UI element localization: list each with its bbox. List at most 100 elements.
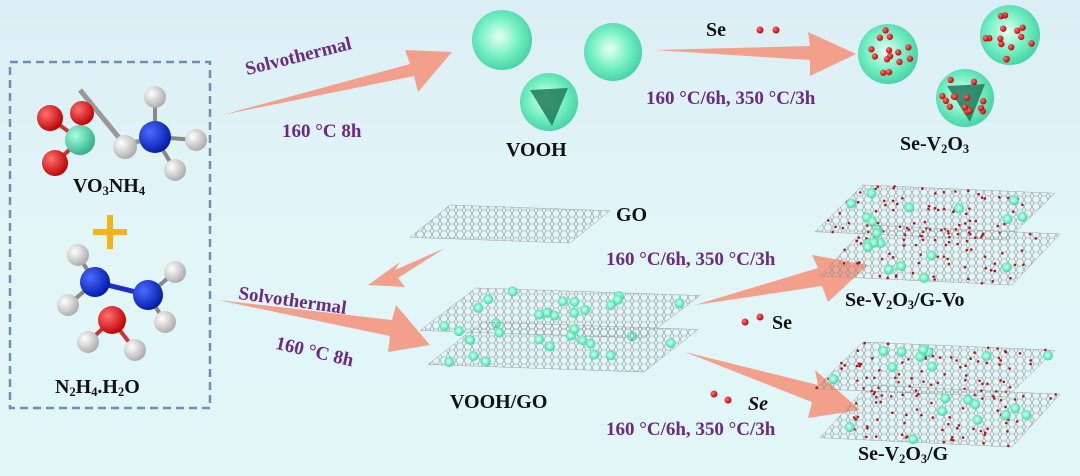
se-atom (954, 190, 957, 193)
v2o3-particle (1042, 350, 1053, 361)
arrow-solvothermal-bottom (218, 300, 430, 352)
se-atom (942, 440, 946, 444)
v2o3-particle (871, 228, 882, 239)
se-dot (980, 98, 987, 105)
se-dot (970, 78, 978, 86)
se-dot (905, 44, 912, 51)
se-atom (1021, 203, 1024, 207)
top-step1-condition: 160 °C 8h (282, 121, 362, 142)
v2o3-particle (896, 346, 907, 357)
v2o3-particle (1017, 211, 1028, 222)
se-atom (968, 226, 971, 230)
se-atom (856, 379, 859, 382)
v2o3-particle (1010, 403, 1021, 414)
se-atom (927, 204, 931, 208)
se-atom (873, 390, 877, 394)
v2o3-particle (862, 241, 873, 252)
se-dot (886, 33, 894, 40)
graphene-sheet (819, 384, 1061, 448)
v2o3-particle (494, 327, 505, 338)
graphene-sheet (409, 204, 611, 244)
se-atom (857, 362, 861, 365)
v2o3-particle (878, 346, 889, 357)
se-dot (882, 27, 889, 34)
n2h4-h2o-label: N2H4.H2O (55, 376, 140, 400)
se-atom (1003, 222, 1006, 226)
se-atom (980, 282, 984, 285)
se-dot (963, 94, 971, 101)
se-atom (986, 427, 989, 431)
v2o3-particle (580, 304, 591, 315)
se-atom (946, 257, 949, 261)
se-atom (947, 422, 950, 426)
se-atom (921, 187, 924, 190)
se-atom (874, 435, 878, 438)
v2o3-particle (828, 374, 839, 385)
vo3nh4-molecule (37, 86, 207, 181)
se-atom (996, 224, 1000, 228)
v2o3-particle (1008, 195, 1019, 206)
se-atom (1008, 386, 1012, 389)
se-dot (947, 76, 954, 84)
se-atom (943, 373, 946, 376)
se-atom (888, 252, 891, 256)
se-atom (998, 195, 1001, 199)
se-v2o3-spheres (858, 5, 1040, 127)
se-atom (961, 407, 965, 410)
se-atom (854, 418, 858, 421)
se-atom (1004, 421, 1008, 425)
se-dot (977, 104, 985, 112)
se-atom (979, 429, 983, 433)
se-dot (982, 35, 990, 42)
v2o3-particle (549, 310, 560, 321)
se-atom (973, 351, 976, 354)
v2o3-particle (444, 356, 455, 367)
se-atom (831, 230, 834, 234)
v2o3-particle (473, 302, 484, 313)
arrow-go-down (368, 248, 445, 287)
se-atom (914, 243, 918, 247)
se-atom (933, 192, 937, 195)
se-atom (897, 380, 900, 384)
se-atom (969, 357, 972, 361)
se-atom (958, 223, 961, 227)
se-atom (842, 262, 846, 265)
v2o3-particle (557, 296, 568, 307)
graphene-sheet (427, 321, 699, 373)
v2o3-particle (605, 350, 616, 361)
v2o3-particle (1021, 409, 1032, 420)
se-atom (931, 416, 935, 419)
se-atom (921, 238, 925, 242)
v2o3-particle (569, 324, 580, 335)
v2o3-particle (605, 299, 616, 310)
se-atom (955, 427, 959, 430)
se-atom (999, 398, 1003, 402)
se-atom (857, 236, 861, 239)
se-atom (942, 190, 946, 194)
v2o3-particle (1000, 409, 1011, 420)
se-atom (865, 376, 869, 379)
se-atom (856, 200, 860, 204)
vooh-go-label: VOOH/GO (450, 391, 548, 413)
se-atom (950, 356, 953, 359)
se-dot (999, 25, 1007, 32)
se-atom (993, 397, 996, 400)
se-atom (941, 428, 944, 432)
se-atom (1021, 394, 1025, 398)
se-atom (983, 433, 986, 437)
se-atom (932, 275, 935, 279)
se-atom (998, 363, 1001, 366)
se-atom (950, 435, 954, 439)
se-dot (1003, 56, 1010, 63)
se-atom (1029, 362, 1032, 366)
se-atom (983, 255, 987, 258)
se-atom (981, 397, 984, 400)
se-atom (981, 382, 984, 386)
se-atom (944, 243, 948, 247)
se-atom (886, 276, 889, 280)
se-atom (905, 413, 908, 417)
se-atom (993, 262, 997, 265)
se-atom (948, 416, 951, 419)
se-atom (847, 221, 851, 225)
se-atom (977, 192, 980, 196)
